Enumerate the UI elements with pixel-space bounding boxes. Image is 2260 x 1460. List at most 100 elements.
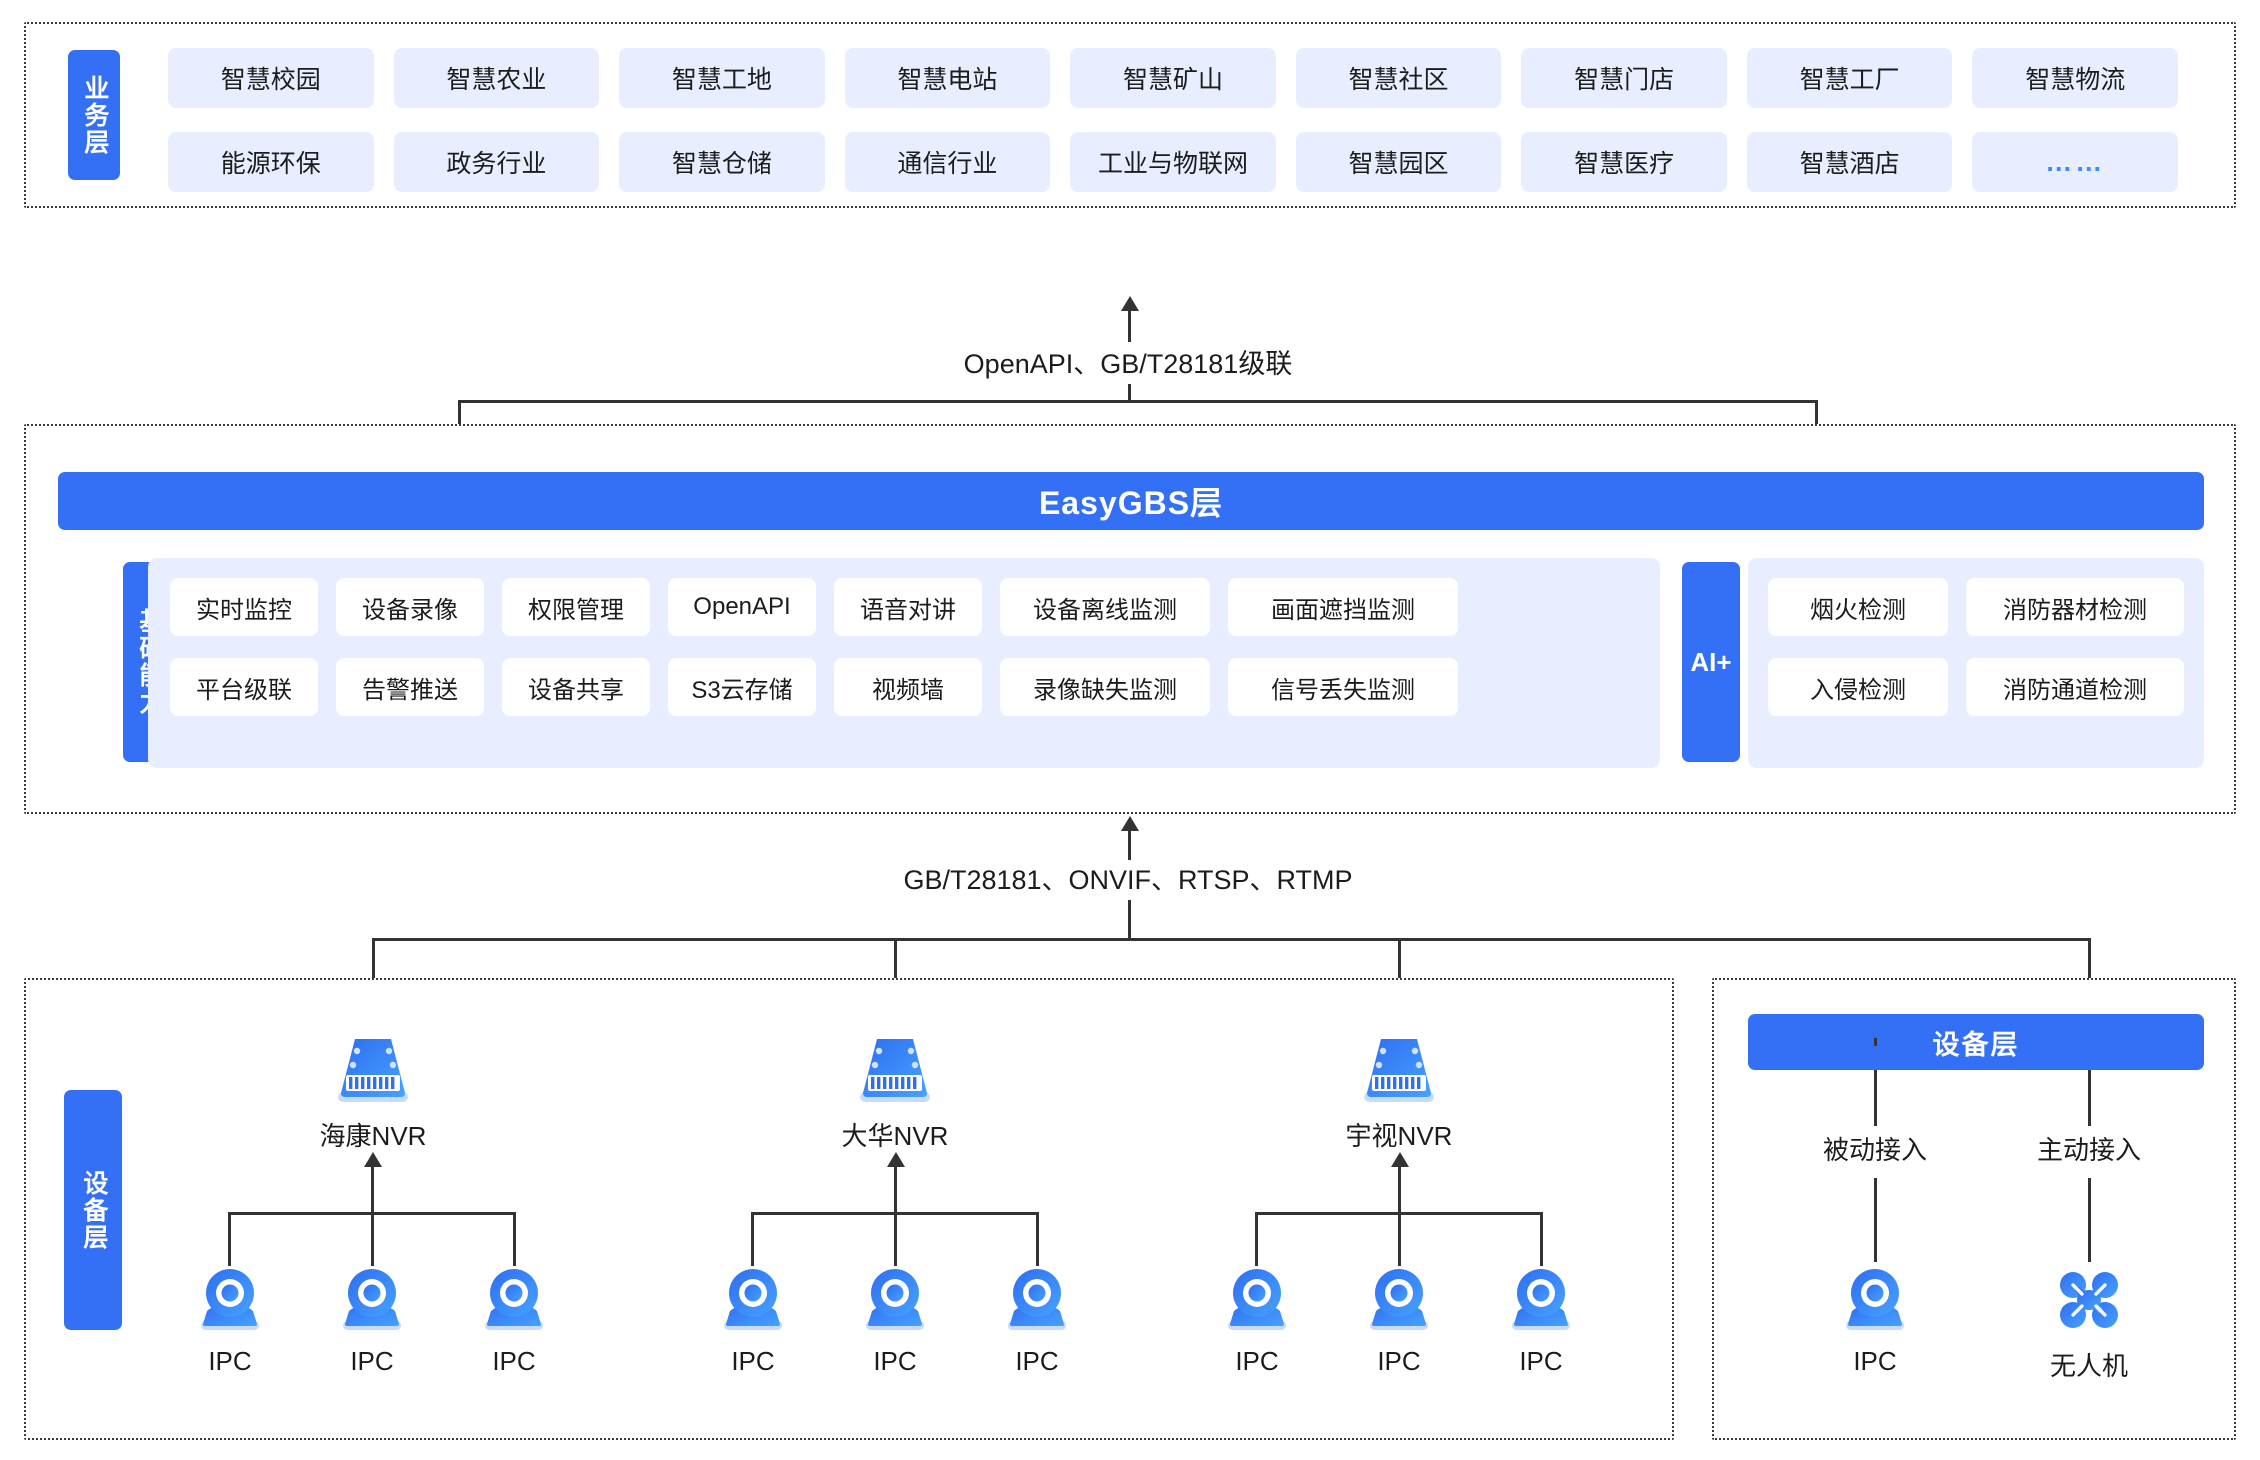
easygbs-banner: EasyGBS层 [58, 472, 2204, 530]
ipc-drop-line [1036, 1212, 1039, 1266]
ipc-label: IPC [208, 1346, 252, 1376]
ipc-to-nvr-arrow [1391, 1152, 1409, 1167]
capability-chip[interactable]: 设备共享 [502, 658, 650, 716]
nvr-label: 宇视NVR [1345, 1121, 1453, 1151]
ipc-node[interactable]: IPC [1481, 1264, 1601, 1377]
business-item[interactable]: 智慧社区 [1295, 48, 1502, 108]
nvr-icon [810, 1032, 980, 1108]
ipc-node[interactable]: IPC [693, 1264, 813, 1377]
ipc-node[interactable]: IPC [835, 1264, 955, 1377]
connector-bottom-label: GB/T28181、ONVIF、RTSP、RTMP [903, 865, 1353, 895]
capability-chip[interactable]: 信号丢失监测 [1228, 658, 1458, 716]
capability-chip[interactable]: 告警推送 [336, 658, 484, 716]
connector-vline [1128, 828, 1131, 860]
business-item[interactable]: 能源环保 [168, 132, 374, 192]
active-access-label: 主动接入 [2036, 1135, 2141, 1165]
ai-capability-chip[interactable]: 入侵检测 [1768, 658, 1948, 716]
ipc-to-nvr-line [1398, 1164, 1401, 1214]
capability-chip[interactable]: 语音对讲 [834, 578, 982, 636]
ipc-label: IPC [1377, 1346, 1421, 1376]
ipc-camera-icon [312, 1264, 432, 1336]
device-right-branch-line [1874, 1070, 1877, 1126]
ipc-camera-icon [693, 1264, 813, 1336]
ipc-label: IPC [1235, 1346, 1279, 1376]
ai-capability-chip[interactable]: 消防器材检测 [1966, 578, 2184, 636]
ipc-node[interactable]: IPC [1197, 1264, 1317, 1377]
ipc-drop-line [513, 1212, 516, 1266]
drone-icon [2029, 1264, 2149, 1336]
ipc-drop-line [371, 1212, 374, 1266]
device-right-branch-line [2088, 1070, 2091, 1126]
nvr-node[interactable]: 宇视NVR [1314, 1032, 1484, 1153]
ipc-node[interactable]: IPC [454, 1264, 574, 1377]
ipc-camera-icon [1339, 1264, 1459, 1336]
connector-top-label: OpenAPI、GB/T28181级联 [963, 349, 1293, 379]
business-item[interactable]: 智慧电站 [844, 48, 1051, 108]
business-item-more[interactable]: …… [1972, 132, 2178, 192]
ipc-node[interactable]: IPC [1815, 1264, 1935, 1377]
ipc-label: IPC [1519, 1346, 1563, 1376]
ipc-node[interactable]: IPC [312, 1264, 432, 1377]
ipc-to-nvr-arrow [887, 1152, 905, 1167]
capability-chip[interactable]: 权限管理 [502, 578, 650, 636]
passive-access-label: 被动接入 [1822, 1135, 1927, 1165]
capability-chip[interactable]: 设备离线监测 [1000, 578, 1210, 636]
business-item[interactable]: 通信行业 [844, 132, 1051, 192]
ai-plus-label: AI+ [1682, 562, 1740, 762]
nvr-label: 海康NVR [319, 1121, 427, 1151]
capability-chip[interactable]: 录像缺失监测 [1000, 658, 1210, 716]
business-item[interactable]: 智慧物流 [1972, 48, 2178, 108]
device-label: IPC [1853, 1346, 1897, 1376]
ipc-camera-icon [170, 1264, 290, 1336]
ipc-label: IPC [350, 1346, 394, 1376]
business-item[interactable]: 智慧矿山 [1070, 48, 1276, 108]
ipc-drop-line [1540, 1212, 1543, 1266]
business-item[interactable]: 工业与物联网 [1070, 132, 1276, 192]
connector-hline [372, 938, 2090, 941]
nvr-node[interactable]: 大华NVR [810, 1032, 980, 1153]
ipc-label: IPC [731, 1346, 775, 1376]
capability-chip[interactable]: 实时监控 [170, 578, 318, 636]
business-item[interactable]: 智慧酒店 [1746, 132, 1953, 192]
business-item[interactable]: 智慧工厂 [1746, 48, 1953, 108]
device-right-branch-line [1874, 1038, 1877, 1046]
capability-chip[interactable]: 设备录像 [336, 578, 484, 636]
connector-vline [1128, 308, 1131, 342]
capability-chip[interactable]: 平台级联 [170, 658, 318, 716]
ipc-camera-icon [1197, 1264, 1317, 1336]
business-item[interactable]: 智慧仓储 [619, 132, 825, 192]
ipc-node[interactable]: IPC [977, 1264, 1097, 1377]
business-item[interactable]: 智慧校园 [168, 48, 374, 108]
capability-chip[interactable]: OpenAPI [668, 578, 816, 636]
business-item[interactable]: 智慧医疗 [1521, 132, 1727, 192]
business-item[interactable]: 政务行业 [393, 132, 600, 192]
ipc-node[interactable]: IPC [170, 1264, 290, 1377]
capability-chip[interactable]: 画面遮挡监测 [1228, 578, 1458, 636]
ipc-camera-icon [1481, 1264, 1601, 1336]
ipc-drop-line [751, 1212, 754, 1266]
business-item[interactable]: 智慧工地 [619, 48, 825, 108]
ipc-label: IPC [1015, 1346, 1059, 1376]
device-layer-left-side-label: 设备层 [64, 1090, 122, 1330]
ipc-node[interactable]: IPC [1339, 1264, 1459, 1377]
capability-chip[interactable]: S3云存储 [668, 658, 816, 716]
ipc-to-nvr-arrow [364, 1152, 382, 1167]
device-label: 无人机 [2049, 1351, 2128, 1381]
ai-capability-chip[interactable]: 消防通道检测 [1966, 658, 2184, 716]
business-item[interactable]: 智慧园区 [1295, 132, 1502, 192]
ai-capability-chip[interactable]: 烟火检测 [1768, 578, 1948, 636]
ai-capability-grid: 烟火检测 消防器材检测 入侵检测 消防通道检测 [1768, 578, 2184, 716]
capability-chip[interactable]: 视频墙 [834, 658, 982, 716]
business-item[interactable]: 智慧农业 [393, 48, 600, 108]
nvr-node[interactable]: 海康NVR [288, 1032, 458, 1153]
device-layer-right-banner: 设备层 [1748, 1014, 2204, 1070]
ipc-drop-line [1398, 1212, 1401, 1266]
ipc-drop-line [1255, 1212, 1258, 1266]
connector-arrow-up [1121, 816, 1139, 831]
business-item[interactable]: 智慧门店 [1521, 48, 1727, 108]
nvr-icon [288, 1032, 458, 1108]
nvr-label: 大华NVR [841, 1121, 949, 1151]
ipc-to-nvr-line [894, 1164, 897, 1214]
drone-node[interactable]: 无人机 [2029, 1264, 2149, 1383]
